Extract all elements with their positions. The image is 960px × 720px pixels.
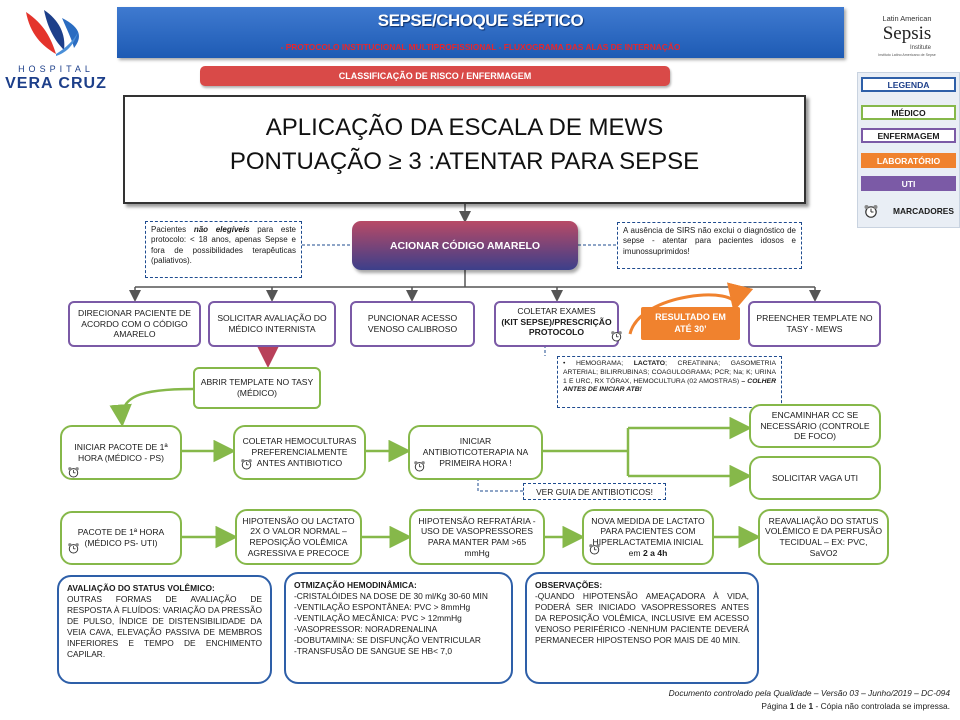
footer-line2: Página 1 de 1 - Cópia não controlada se … (761, 701, 950, 711)
lasi-line3: Institute (910, 45, 932, 51)
alarm-clock-icon (241, 459, 252, 470)
result-badge: RESULTADO EM ATÉ 30’ (641, 307, 740, 340)
info-avaliacao-volemico: AVALIAÇÃO DO STATUS VOLÊMICO: OUTRAS FOR… (57, 575, 272, 684)
legend-enfermagem: ENFERMAGEM (861, 128, 956, 143)
exams-list: • HEMOGRAMA; LACTATO; CREATININA; GASOME… (557, 356, 782, 408)
box-direcionar: DIRECIONAR PACIENTE DE ACORDO COM O CÓDI… (68, 301, 201, 347)
note-not-eligible: Pacientes não elegíveis para este protoc… (145, 221, 302, 278)
hospital-name-line1: HOSPITAL (18, 64, 94, 74)
box-solicitar-avaliacao: SOLICITAR AVALIAÇÃO DO MÉDICO INTERNISTA (208, 301, 336, 347)
alarm-clock-icon (414, 461, 425, 472)
box-hipotensao-refrataria: HIPOTENSÃO REFRATÁRIA - USO DE VASOPRESS… (409, 509, 545, 565)
alarm-clock-icon (68, 467, 79, 478)
note-sirs: A ausência de SIRS não exclui o diagnóst… (617, 222, 802, 269)
page-subtitle: - PROTOCOLO INSTITUCIONAL MULTIPROFISSIO… (280, 42, 681, 52)
lasi-small: Instituto Latino Americano de Sepse (878, 53, 936, 57)
box-abrir-template: ABRIR TEMPLATE NO TASY (MÉDICO) (193, 367, 321, 409)
box-reavaliacao: REAVALIAÇÃO DO STATUS VOLÊMICO E DA PERF… (758, 509, 889, 565)
legend-panel (857, 72, 960, 228)
mews-line2: PONTUAÇÃO ≥ 3 :ATENTAR PARA SEPSE (229, 148, 700, 175)
box-coletar-exames: COLETAR EXAMES (KIT SEPSE)/PRESCRIÇÃO PR… (494, 301, 619, 347)
box-iniciar-pacote: INICIAR PACOTE DE 1ª HORA (MÉDICO - PS) (60, 425, 182, 480)
mews-line1: APLICAÇÃO DA ESCALA DE MEWS (265, 114, 664, 141)
box-puncionar: PUNCIONAR ACESSO VENOSO CALIBROSO (350, 301, 475, 347)
classification-bar: CLASSIFICAÇÃO DE RISCO / ENFERMAGEM (200, 66, 670, 86)
lasi-line2: Sepsis (882, 23, 932, 44)
legend-uti: UTI (861, 176, 956, 191)
box-hemoculturas: COLETAR HEMOCULTURAS PREFERENCIALMENTE A… (233, 425, 366, 480)
footer-line1: Documento controlado pela Qualidade – Ve… (668, 688, 950, 698)
box-encaminhar-cc: ENCAMINHAR CC SE NECESSÁRIO (CONTROLE DE… (749, 404, 881, 448)
lasi-logo: Latin American Sepsis Institute Institut… (858, 10, 956, 62)
legend-laboratorio: LABORATÓRIO (861, 153, 956, 168)
lasi-line1: Latin American (882, 14, 932, 23)
box-preencher-template: PREENCHER TEMPLATE NO TASY - MEWS (748, 301, 881, 347)
note-guia-antibioticos: VER GUIA DE ANTIBIOTICOS! (523, 483, 666, 500)
info-otimizacao-hemodinamica: OTMIZAÇÃO HEMODINÂMICA: -CRISTALÓIDES NA… (284, 572, 513, 684)
header-bar: SEPSE/CHOQUE SÉPTICO - PROTOCOLO INSTITU… (117, 7, 844, 58)
classification-label: CLASSIFICAÇÃO DE RISCO / ENFERMAGEM (338, 71, 532, 81)
vera-cruz-emblem-icon (26, 10, 79, 56)
alarm-clock-icon (611, 331, 622, 342)
alarm-clock-icon (864, 205, 878, 218)
info-observacoes: OBSERVAÇÕES: -QUANDO HIPOTENSÃO AMEAÇADO… (525, 572, 759, 684)
box-hipotensao-lactato: HIPOTENSÃO OU LACTATO 2X O VALOR NORMAL … (235, 509, 362, 565)
code-yellow-button: ACIONAR CÓDIGO AMARELO (352, 221, 578, 270)
hospital-logo: HOSPITAL VERA CRUZ (4, 4, 108, 96)
legend-medico: MÉDICO (861, 105, 956, 120)
legend-marcadores: MARCADORES (863, 203, 958, 219)
page-title: SEPSE/CHOQUE SÉPTICO (377, 11, 584, 30)
mews-box: APLICAÇÃO DA ESCALA DE MEWS PONTUAÇÃO ≥ … (123, 95, 806, 204)
box-nova-medida-lactato: NOVA MEDIDA DE LACTATO PARA PACIENTES CO… (582, 509, 714, 565)
box-pacote-uti: PACOTE DE 1ª HORA (MÉDICO PS- UTI) (60, 511, 182, 565)
legend-title: LEGENDA (861, 77, 956, 92)
alarm-clock-icon (589, 544, 600, 555)
hospital-name-line2: VERA CRUZ (5, 75, 107, 92)
box-vaga-uti: SOLICITAR VAGA UTI (749, 456, 881, 500)
box-antibioticoterapia: INICIAR ANTIBIOTICOTERAPIA NA PRIMEIRA H… (408, 425, 543, 480)
alarm-clock-icon (68, 543, 79, 554)
